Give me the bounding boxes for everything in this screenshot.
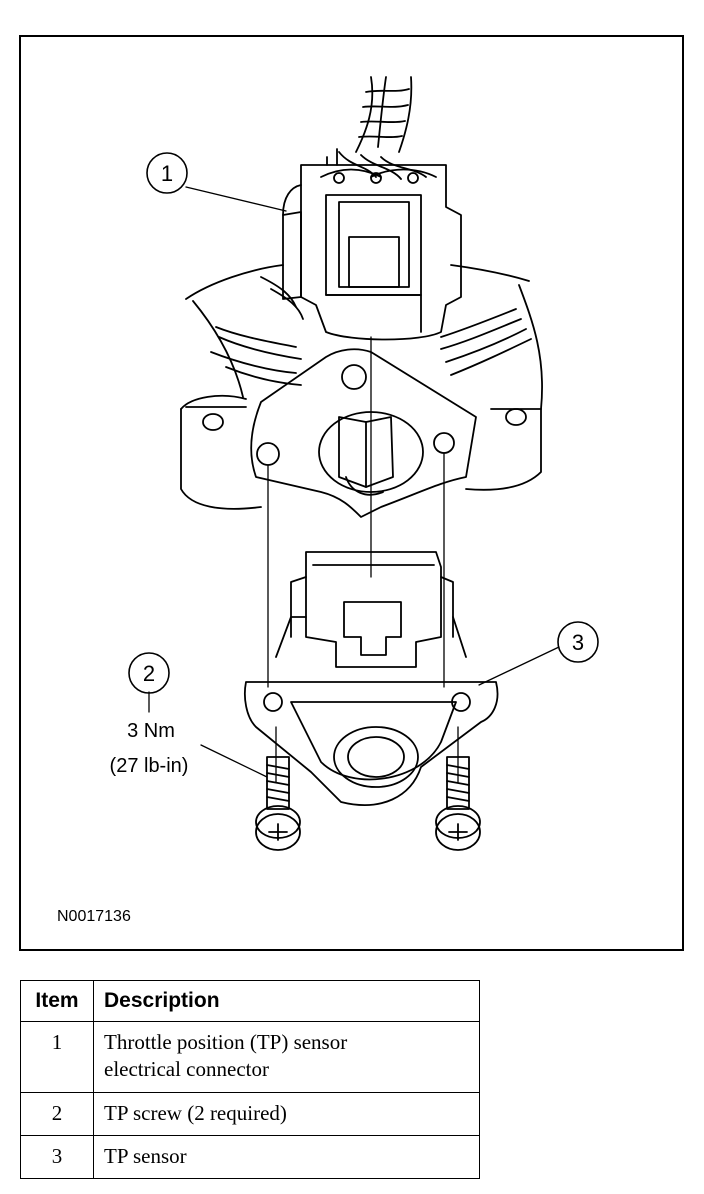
- torque-metric: 3 Nm: [127, 720, 175, 742]
- legend-item-number: 2: [20, 1091, 94, 1136]
- callout-3-number: 3: [572, 630, 584, 655]
- legend-row: 1 Throttle position (TP) sensor electric…: [20, 1021, 480, 1093]
- alignment-lines: [267, 336, 459, 783]
- callout-2-number: 2: [143, 661, 155, 686]
- callout-2-circle: [128, 652, 170, 694]
- figure-frame: 1 2 3 3 Nm (27 lb-in) N0017136: [19, 35, 684, 951]
- callout-1-number: 1: [161, 161, 173, 186]
- legend-item-description: TP sensor: [93, 1134, 480, 1180]
- legend-description-line: electrical connector: [104, 1057, 269, 1082]
- figure-id: N0017136: [57, 908, 131, 925]
- legend-description-line: Throttle position (TP) sensor: [104, 1030, 348, 1054]
- legend-table: Item Description 1 Throttle position (TP…: [20, 980, 480, 1180]
- legend-row: 2 TP screw (2 required): [20, 1091, 480, 1136]
- legend-item-number: 3: [20, 1134, 94, 1180]
- legend-description-line: TP screw (2 required): [104, 1100, 287, 1125]
- legend-header-item: Item: [20, 980, 94, 1022]
- legend-description-line: TP sensor: [104, 1143, 187, 1168]
- mounting-plate: [250, 348, 477, 518]
- wiring-harness: [338, 76, 427, 180]
- callout-2-leader: [200, 744, 268, 778]
- legend-item-description: Throttle position (TP) sensor electrical…: [93, 1021, 480, 1093]
- legend-row: 3 TP sensor: [20, 1134, 480, 1180]
- tp-sensor: [243, 551, 499, 806]
- legend-header-description: Description: [93, 980, 480, 1022]
- electrical-connector: [282, 148, 462, 341]
- tp-screw-left: [255, 756, 301, 851]
- callout-3-circle: [557, 621, 599, 663]
- callout-3-leader: [478, 646, 560, 686]
- legend-header-row: Item Description: [20, 980, 480, 1022]
- tp-screw-right: [435, 756, 481, 851]
- legend-item-number: 1: [20, 1021, 94, 1093]
- throttle-position-sensor-illustration: 1 2 3 3 Nm (27 lb-in) N0017136: [57, 76, 599, 925]
- legend-item-description: TP screw (2 required): [93, 1091, 480, 1136]
- callout-1-circle: [146, 152, 188, 194]
- throttle-body: [180, 264, 543, 510]
- torque-imperial: (27 lb-in): [110, 755, 189, 777]
- callout-1-leader: [185, 186, 287, 212]
